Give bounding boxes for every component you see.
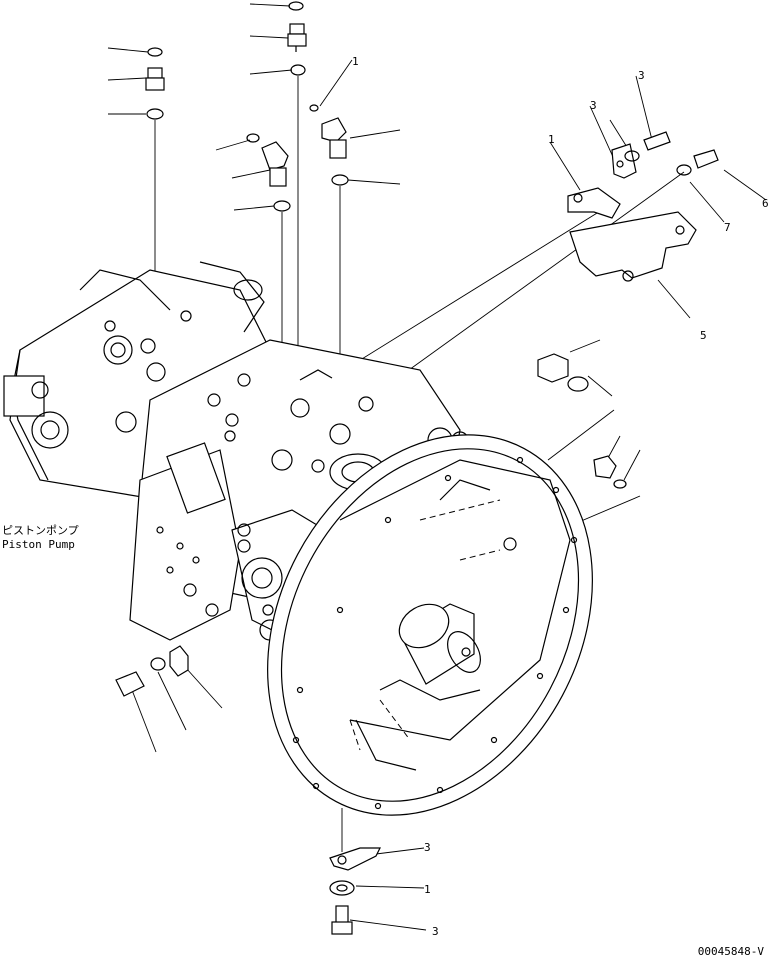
callout-label: 3 [638,69,645,82]
callout-label: 1 [424,883,431,896]
hardware-bottom-left [115,645,189,697]
brackets-right [537,131,719,489]
callout-label: 6 [762,197,769,210]
callout-label: 7 [724,221,731,234]
figure-code: 00045848-V [697,945,764,958]
component-label: ピストンポンプ Piston Pump [2,524,79,552]
callout-label: 1 [548,133,555,146]
flange-housing [267,434,593,816]
component-label-japanese: ピストンポンプ [2,524,79,537]
pump-body [3,261,469,641]
fittings-top [145,1,349,212]
callout-label: 1 [352,55,359,68]
callout-label: 3 [590,99,597,112]
hardware-bottom [329,847,381,935]
component-label-english: Piston Pump [2,538,75,551]
callout-label: 5 [700,329,707,342]
callout-label: 3 [432,925,439,938]
callout-label: 3 [424,841,431,854]
